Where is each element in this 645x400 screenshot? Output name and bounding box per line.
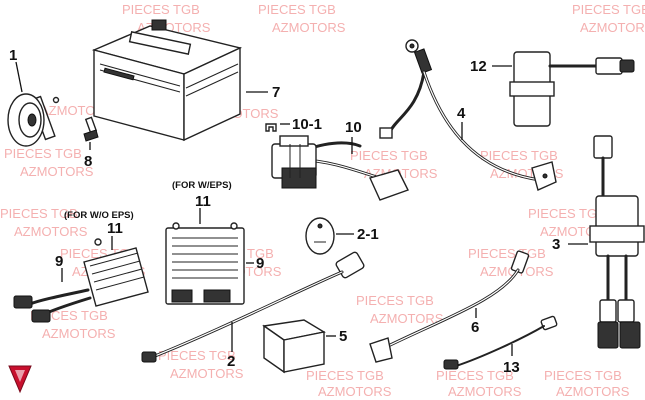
watermark-text: PIECES TGB <box>480 148 558 163</box>
watermark-text: AZMOTORS <box>170 366 244 381</box>
callout-battery-cable: 4 <box>457 105 466 122</box>
note-with-eps: (FOR W/EPS) <box>172 180 232 191</box>
horn-bolt-part <box>83 116 99 142</box>
horn-part <box>7 93 60 147</box>
watermark-text: AZMOTORS <box>272 20 346 35</box>
callout-ground-cable: 6 <box>471 319 479 336</box>
callout-relay: 12 <box>470 58 487 75</box>
brand-logo-icon <box>8 365 32 394</box>
fuse-harness-part <box>141 251 365 363</box>
watermark-text: AZMOTORS <box>42 326 116 341</box>
callout-horn: 1 <box>9 47 17 64</box>
relay-part <box>509 51 635 127</box>
battery-cable-part <box>379 39 557 191</box>
watermark-text: PIECES TGB <box>0 206 78 221</box>
regulator-eps-part <box>165 222 245 305</box>
watermark-text: PIECES TGB <box>158 348 236 363</box>
callout-control-box: 5 <box>339 328 347 345</box>
watermark-text: PIECES TGB <box>436 368 514 383</box>
callout-horn-bolt: 8 <box>84 153 92 170</box>
watermark-text: PIECES TGB <box>572 2 645 17</box>
note-without-eps: (FOR W/O EPS) <box>64 210 134 221</box>
watermark-text: AZMOTORS <box>580 20 645 35</box>
watermark-text: AZMOTORS <box>448 384 522 399</box>
watermark-text: PIECES TGB <box>350 148 428 163</box>
watermark-text: PIECES TGB <box>528 206 606 221</box>
watermark-text: PIECES TGB <box>306 368 384 383</box>
cdi-unit-part <box>589 135 645 349</box>
callout-regulator-std-screw: 11 <box>107 220 123 237</box>
watermark-text: PIECES TGB <box>122 2 200 17</box>
callout-cdi-unit: 3 <box>552 236 560 253</box>
watermark-text: PIECES TGB <box>468 246 546 261</box>
battery-part <box>91 19 243 142</box>
callout-starter-relay: 10 <box>345 119 362 136</box>
watermark-text: AZMOTORS <box>370 311 444 326</box>
starter-relay-part <box>271 135 409 201</box>
callout-battery: 7 <box>272 84 280 101</box>
fuse-clip-part <box>265 123 277 132</box>
regulator-std-part <box>13 238 149 323</box>
fuse-cap-part <box>305 217 335 255</box>
watermark-text: AZMOTORS <box>14 224 88 239</box>
sub-harness-part <box>443 315 558 370</box>
callout-fuse-harness: 2 <box>227 353 235 370</box>
control-box-part <box>262 319 326 374</box>
watermark-text: PIECES TGB <box>4 146 82 161</box>
ground-cable-part <box>369 250 530 363</box>
callout-sub-harness: 13 <box>503 359 520 376</box>
callout-fuse-clip: 10-1 <box>292 116 322 133</box>
callout-regulator-eps-screw: 11 <box>195 193 211 210</box>
watermark-text: AZMOTORS <box>318 384 392 399</box>
watermark-text: PIECES TGB <box>258 2 336 17</box>
watermark-text: PIECES TGB <box>544 368 622 383</box>
leader-line <box>15 61 23 93</box>
watermark-text: PIECES TGB <box>356 293 434 308</box>
watermark-text: AZMOTORS <box>556 384 630 399</box>
watermark-text: AZMOTORS <box>20 164 94 179</box>
callout-regulator-std: 9 <box>55 253 63 270</box>
callout-fuse-cap: 2-1 <box>357 226 379 243</box>
callout-regulator-eps: 9 <box>256 255 264 272</box>
